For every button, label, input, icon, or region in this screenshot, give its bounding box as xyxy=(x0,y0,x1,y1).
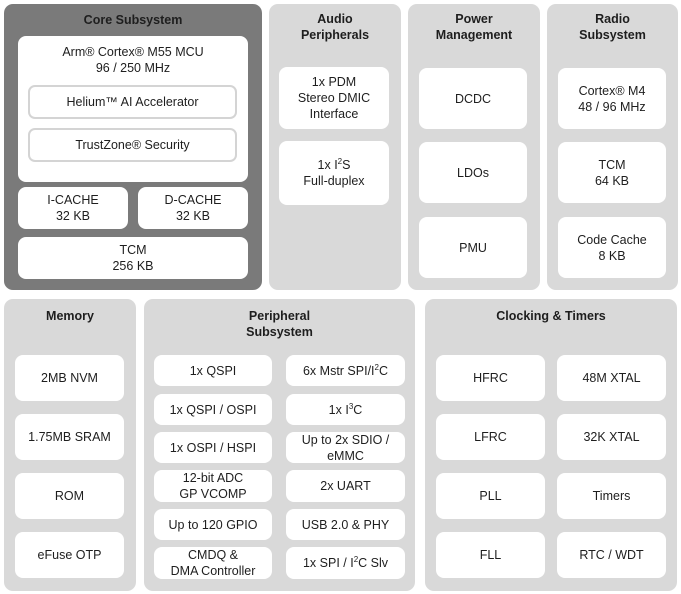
hfrc-block: HFRC xyxy=(436,355,545,401)
core-subsystem-panel: Core Subsystem Arm® Cortex® M55 MCU 96 /… xyxy=(4,4,262,290)
core-subsystem-title: Core Subsystem xyxy=(83,13,183,27)
mcu-name: Arm® Cortex® M55 MCU xyxy=(62,45,204,59)
pll-block: PLL xyxy=(436,473,545,519)
ldos-block: LDOs xyxy=(419,142,527,203)
rtc-wdt-block: RTC / WDT xyxy=(557,532,666,578)
nvm-block: 2MB NVM xyxy=(15,355,124,401)
lfrc-block: LFRC xyxy=(436,414,545,460)
spi-i2c-slave-block: 1x SPI / I2C Slv xyxy=(286,547,405,579)
gpio-block: Up to 120 GPIO xyxy=(154,509,272,540)
sdio-emmc-block: Up to 2x SDIO /eMMC xyxy=(286,432,405,463)
memory-title: Memory xyxy=(46,309,94,323)
mcu-frequency: 96 / 250 MHz xyxy=(95,61,171,75)
cmdq-dma-block: CMDQ &DMA Controller xyxy=(154,547,272,579)
qspi-block: 1x QSPI xyxy=(154,355,272,386)
efuse-otp-block: eFuse OTP xyxy=(15,532,124,578)
timers-block: Timers xyxy=(557,473,666,519)
qspi-ospi-block: 1x QSPI / OSPI xyxy=(154,394,272,425)
xtal-48m-block: 48M XTAL xyxy=(557,355,666,401)
memory-panel: Memory 2MB NVM 1.75MB SRAM ROM eFuse OTP xyxy=(4,299,136,591)
fll-block: FLL xyxy=(436,532,545,578)
i3c-block: 1x I3C xyxy=(286,394,405,425)
trustzone-block: TrustZone® Security xyxy=(28,128,237,162)
ospi-hspi-block: 1x OSPI / HSPI xyxy=(154,432,272,463)
master-spi-i2c-block: 6x Mstr SPI/I2C xyxy=(286,355,405,386)
xtal-32k-block: 32K XTAL xyxy=(557,414,666,460)
uart-block: 2x UART xyxy=(286,470,405,502)
clocking-timers-title: Clocking & Timers xyxy=(496,309,606,323)
clocking-timers-panel: Clocking & Timers HFRC LFRC PLL FLL 48M … xyxy=(425,299,677,591)
rom-block: ROM xyxy=(15,473,124,519)
usb-phy-block: USB 2.0 & PHY xyxy=(286,509,405,540)
dcdc-block: DCDC xyxy=(419,68,527,129)
helium-accelerator-block: Helium™ AI Accelerator xyxy=(28,85,237,119)
sram-block: 1.75MB SRAM xyxy=(15,414,124,460)
pmu-block: PMU xyxy=(419,217,527,278)
